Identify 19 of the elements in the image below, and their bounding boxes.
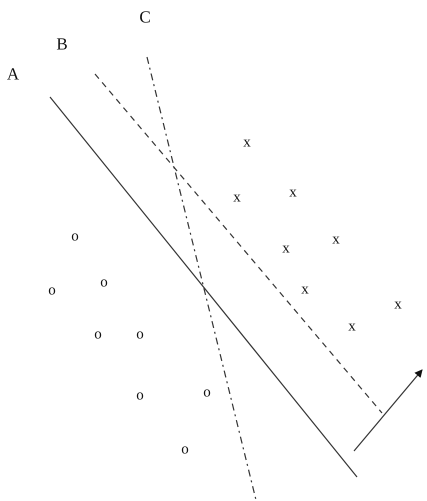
cross-data-point: x	[282, 242, 290, 256]
circle-data-point: o	[48, 284, 56, 298]
line-label: C	[139, 8, 151, 26]
circle-data-point: o	[100, 276, 108, 290]
cross-data-point: x	[243, 136, 251, 150]
circle-data-point: o	[181, 442, 189, 458]
cross-data-point: x	[332, 232, 340, 248]
cross-data-point: x	[394, 298, 402, 312]
circle-data-point: o	[94, 328, 102, 342]
line-label: B	[56, 36, 68, 52]
circle-data-point: o	[203, 386, 211, 400]
cross-data-point: x	[289, 186, 297, 200]
circle-data-point: o	[71, 230, 79, 244]
cross-data-point: x	[348, 320, 356, 334]
cross-data-point: x	[233, 190, 241, 206]
circle-data-point: o	[136, 388, 144, 404]
line-label: A	[6, 66, 20, 82]
cross-data-point: x	[301, 282, 309, 298]
circle-data-point: o	[136, 328, 144, 342]
